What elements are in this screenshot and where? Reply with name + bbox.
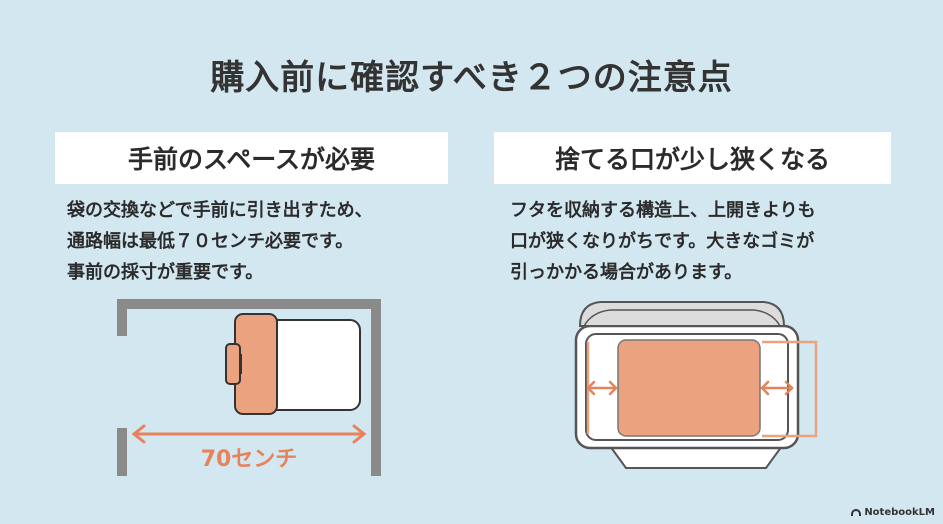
width-arrow xyxy=(131,424,367,444)
opening-diagram xyxy=(574,301,818,469)
wall-opening-top xyxy=(117,326,127,336)
dimension-label: 70センチ xyxy=(201,447,298,472)
right-card-heading: 捨てる口が少し狭くなる xyxy=(494,132,891,184)
left-description-line: 袋の交換などで手前に引き出すため、 xyxy=(67,200,373,221)
narrowing-arrows xyxy=(586,380,794,396)
left-card-heading: 手前のスペースが必要 xyxy=(55,132,448,184)
page-title: 購入前に確認すべき２つの注意点 xyxy=(210,58,733,98)
badge-label: NotebookLM xyxy=(864,507,935,518)
narrow-opening xyxy=(617,339,761,437)
left-description-line: 事前の採寸が重要です。 xyxy=(67,262,264,283)
right-description: フタを収納する構造上、上開きよりも 口が狭くなりがちです。大きなゴミが 引っかか… xyxy=(510,195,890,288)
left-description-line: 通路幅は最低７０センチ必要です。 xyxy=(67,231,354,252)
bin-handle xyxy=(225,343,241,385)
notebooklm-icon xyxy=(851,509,862,516)
bin-base xyxy=(608,445,784,469)
right-description-line: 引っかかる場合があります。 xyxy=(510,262,743,283)
right-description-line: 口が狭くなりがちです。大きなゴミが xyxy=(510,231,815,252)
bin-lid xyxy=(578,301,786,327)
left-description: 袋の交換などで手前に引き出すため、 通路幅は最低７０センチ必要です。 事前の採寸… xyxy=(67,195,447,288)
right-description-line: フタを収納する構造上、上開きよりも xyxy=(510,200,816,221)
wall-opening-bottom xyxy=(117,428,127,438)
space-diagram: 70センチ xyxy=(117,299,381,476)
notebooklm-badge: NotebookLM xyxy=(851,507,935,518)
